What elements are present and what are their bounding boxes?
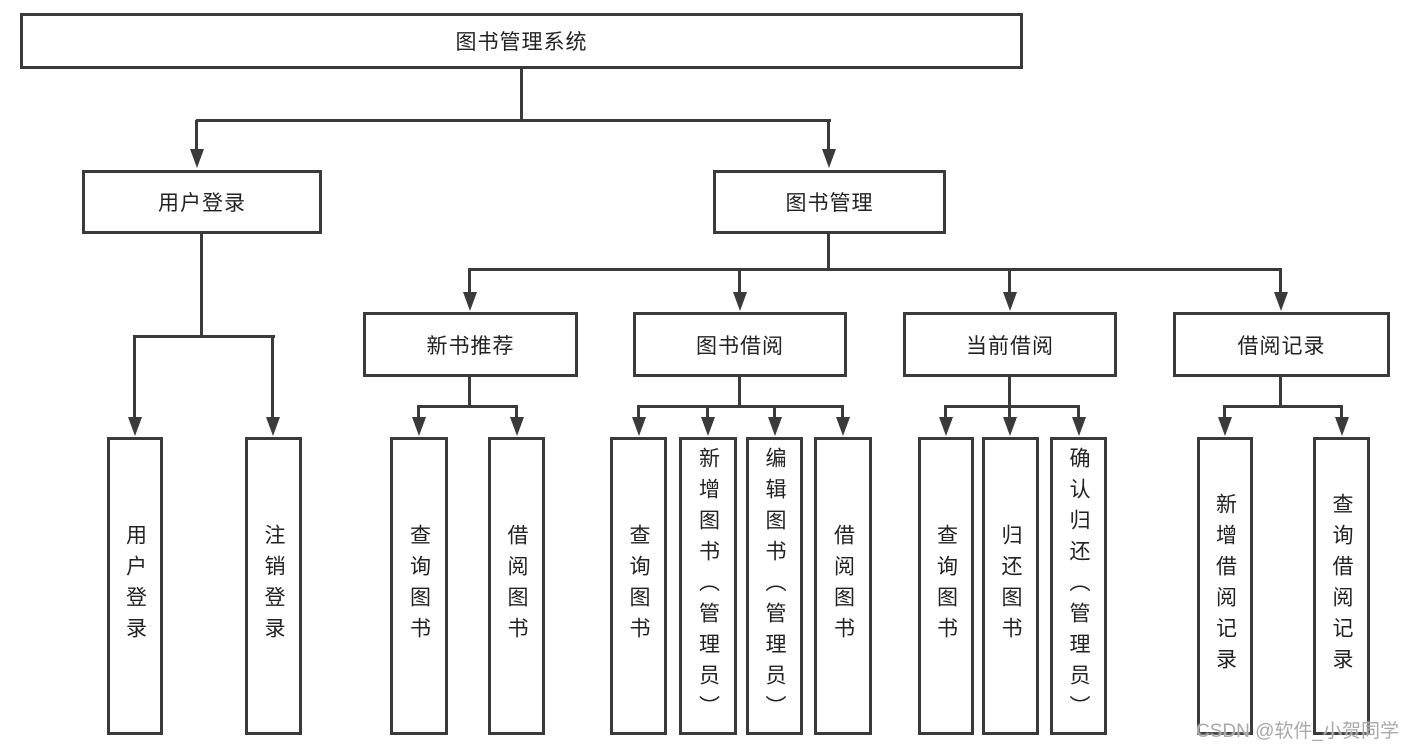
connector-line bbox=[133, 335, 275, 338]
leaf-add-borrow-record: 新增借阅记录 bbox=[1197, 437, 1253, 735]
arrow-down-icon bbox=[510, 417, 524, 436]
leaf-edit-book-admin: 编辑图书（管理员） bbox=[746, 437, 803, 735]
arrow-down-icon bbox=[128, 417, 142, 436]
arrow-down-icon bbox=[1218, 417, 1232, 436]
leaf-label: 确认归还（管理员） bbox=[1067, 446, 1090, 726]
csdn-watermark: CSDN @软件_小贺同学 bbox=[1196, 721, 1399, 742]
connector-line bbox=[1279, 269, 1282, 293]
leaf-return-book: 归还图书 bbox=[982, 437, 1039, 735]
connector-line bbox=[1008, 406, 1011, 418]
connector-line bbox=[520, 69, 523, 120]
leaf-label: 借阅图书 bbox=[831, 524, 855, 648]
leaf-query-borrow-record: 查询借阅记录 bbox=[1313, 437, 1370, 735]
leaf-label: 查询图书 bbox=[934, 524, 958, 648]
leaf-label: 新增借阅记录 bbox=[1213, 493, 1237, 679]
arrow-down-icon bbox=[1072, 417, 1086, 436]
connector-line bbox=[1077, 406, 1080, 418]
arrow-down-icon bbox=[1274, 292, 1288, 311]
leaf-label: 用户登录 bbox=[123, 524, 147, 648]
arrow-down-icon bbox=[266, 417, 280, 436]
connector-line bbox=[1008, 377, 1011, 407]
arrow-down-icon bbox=[701, 417, 715, 436]
connector-line bbox=[841, 406, 844, 418]
connector-line bbox=[200, 234, 203, 337]
node-borrow-records: 借阅记录 bbox=[1173, 312, 1390, 377]
arrow-down-icon bbox=[1003, 417, 1017, 436]
node-current-borrow: 当前借阅 bbox=[903, 312, 1117, 377]
connector-line bbox=[944, 405, 1080, 408]
leaf-label: 归还图书 bbox=[999, 524, 1022, 648]
leaf-label: 新增图书（管理员） bbox=[696, 446, 720, 726]
leaf-borrow-books-recommend: 借阅图书 bbox=[488, 437, 545, 735]
connector-line bbox=[271, 336, 274, 417]
connector-line bbox=[706, 406, 709, 418]
leaf-confirm-return-admin: 确认归还（管理员） bbox=[1050, 437, 1107, 735]
arrow-down-icon bbox=[768, 417, 782, 436]
connector-line bbox=[773, 406, 776, 418]
arrow-down-icon bbox=[822, 149, 836, 168]
leaf-query-books-borrow: 查询图书 bbox=[610, 437, 667, 735]
connector-line bbox=[637, 406, 640, 418]
connector-line bbox=[468, 377, 471, 407]
leaf-query-books-current: 查询图书 bbox=[918, 437, 974, 735]
leaf-label: 查询图书 bbox=[627, 524, 650, 648]
arrow-down-icon bbox=[1335, 417, 1349, 436]
connector-line bbox=[738, 269, 741, 293]
connector-line bbox=[1223, 406, 1226, 418]
node-book-borrow: 图书借阅 bbox=[633, 312, 847, 377]
leaf-label: 查询图书 bbox=[407, 524, 431, 648]
leaf-label: 借阅图书 bbox=[505, 524, 528, 648]
connector-line bbox=[637, 405, 844, 408]
connector-line bbox=[196, 119, 831, 122]
leaf-label: 查询借阅记录 bbox=[1330, 493, 1353, 679]
connector-line bbox=[944, 406, 947, 418]
leaf-user-login: 用户登录 bbox=[107, 437, 163, 735]
node-book-management: 图书管理 bbox=[713, 170, 946, 234]
connector-line bbox=[195, 120, 198, 150]
arrow-down-icon bbox=[733, 292, 747, 311]
connector-line bbox=[827, 234, 830, 270]
connector-line bbox=[1223, 405, 1343, 408]
connector-line bbox=[133, 336, 136, 417]
node-new-book-recommend: 新书推荐 bbox=[363, 312, 578, 377]
connector-line bbox=[827, 120, 830, 150]
arrow-down-icon bbox=[836, 417, 850, 436]
leaf-borrow-books: 借阅图书 bbox=[814, 437, 872, 735]
arrow-down-icon bbox=[1003, 292, 1017, 311]
arrow-down-icon bbox=[463, 292, 477, 311]
connector-line bbox=[417, 405, 518, 408]
arrow-down-icon bbox=[190, 149, 204, 168]
arrow-down-icon bbox=[632, 417, 646, 436]
arrow-down-icon bbox=[939, 417, 953, 436]
leaf-label: 注销登录 bbox=[262, 524, 285, 648]
arrow-down-icon bbox=[412, 417, 426, 436]
leaf-logout: 注销登录 bbox=[245, 437, 302, 735]
connector-line bbox=[1340, 406, 1343, 418]
connector-line bbox=[738, 377, 741, 407]
connector-line bbox=[1008, 269, 1011, 293]
connector-line bbox=[417, 406, 420, 418]
node-root: 图书管理系统 bbox=[20, 13, 1023, 69]
leaf-add-book-admin: 新增图书（管理员） bbox=[679, 437, 737, 735]
connector-line bbox=[468, 268, 1282, 271]
node-user-login: 用户登录 bbox=[82, 170, 322, 234]
leaf-query-books-recommend: 查询图书 bbox=[390, 437, 448, 735]
connector-line bbox=[1279, 377, 1282, 407]
leaf-label: 编辑图书（管理员） bbox=[763, 446, 786, 726]
connector-line bbox=[515, 406, 518, 418]
connector-line bbox=[468, 269, 471, 293]
